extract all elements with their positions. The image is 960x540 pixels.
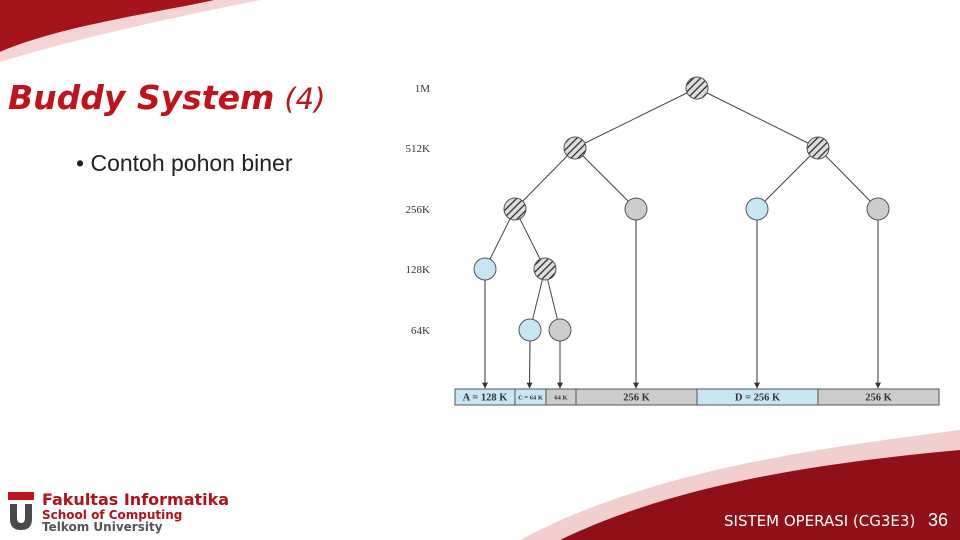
bullet-text: Contoh pohon biner (90, 150, 293, 176)
university-name: Telkom University (42, 520, 163, 535)
memory-block-label: C = 64 K (518, 394, 543, 401)
level-label: 1M (415, 83, 431, 95)
title-text: Buddy System (8, 78, 275, 117)
telkom-logo-icon (8, 492, 34, 530)
tree-edge (756, 147, 819, 210)
memory-block-label: 256 K (623, 393, 650, 404)
tree-node-allocated (473, 257, 497, 281)
tree-node-split (503, 197, 527, 221)
level-label: 512K (406, 143, 431, 155)
title-suffix: (4) (284, 82, 326, 116)
tree-node-split (685, 76, 709, 100)
level-label: 128K (406, 264, 431, 276)
memory-block-label: 256 K (865, 393, 892, 404)
tree-node-split (806, 136, 830, 160)
faculty-logo-text: Fakultas Informatika School of Computing… (42, 490, 230, 535)
tree-node-allocated (518, 318, 542, 342)
memory-block-label: D = 256 K (735, 393, 781, 404)
faculty-name: Fakultas Informatika (42, 490, 230, 509)
tree-edge (696, 87, 819, 149)
level-label: 64K (411, 325, 430, 337)
slide-title: Buddy System (4) (8, 78, 325, 117)
memory-block (817, 388, 940, 406)
memory-block-label: 64 K (554, 394, 567, 401)
tree-node-split (533, 257, 557, 281)
page-number: 36 (928, 510, 949, 530)
course-label: SISTEM OPERASI (CG3E3) (724, 512, 916, 530)
bottom-red-swoosh (560, 450, 960, 540)
level-label: 256K (406, 204, 431, 216)
top-red-swoosh (0, 0, 215, 52)
tree-node-free (866, 197, 890, 221)
tree-node-free (548, 318, 572, 342)
tree-edge (817, 147, 879, 210)
tree-node-allocated (745, 197, 769, 221)
tree-edge (574, 87, 698, 149)
tree-edge (574, 147, 637, 210)
tree-node-split (563, 136, 587, 160)
tree-node-free (624, 197, 648, 221)
bullet-item: • Contoh pohon biner (76, 150, 293, 176)
school-name: School of Computing (42, 507, 183, 522)
memory-block-label: A = 128 K (463, 393, 509, 404)
tree-edge (514, 147, 576, 210)
allocation-arrow (526, 340, 533, 389)
